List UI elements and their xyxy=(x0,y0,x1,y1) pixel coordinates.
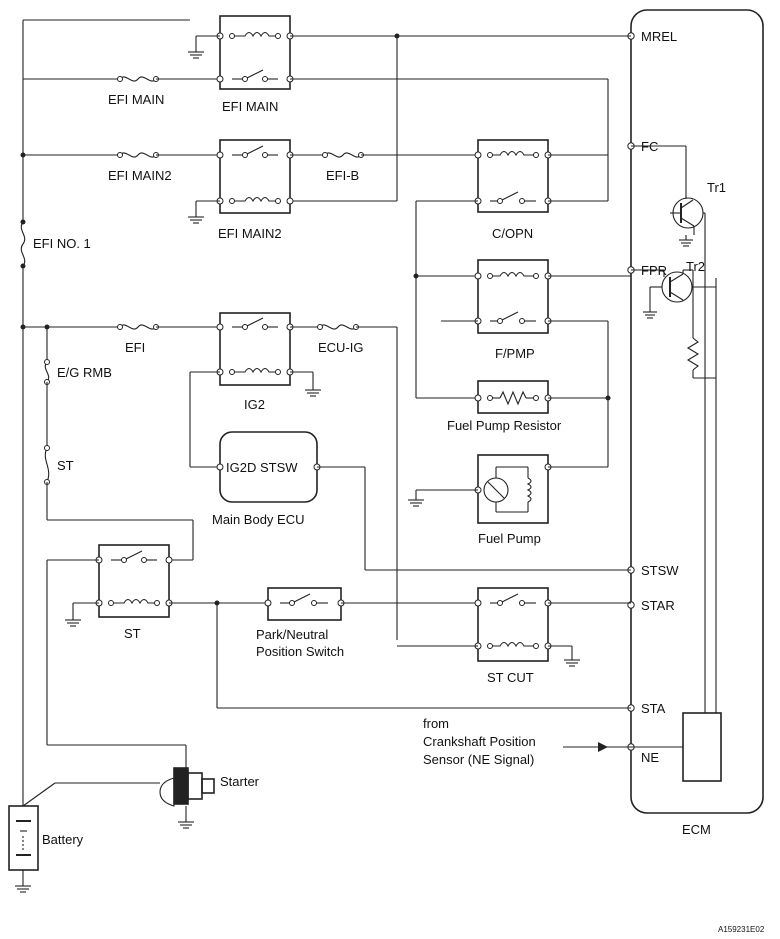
starter-label: Starter xyxy=(220,774,260,789)
fuse-ecu-ig-label: ECU-IG xyxy=(318,340,364,355)
park-neutral-switch xyxy=(264,587,345,621)
main-body-ecu-label: Main Body ECU xyxy=(212,512,304,527)
fuse-st-label: ST xyxy=(57,458,74,473)
fuse-efi-b xyxy=(322,152,364,158)
fuse-efi-no1 xyxy=(20,219,26,269)
relay-efi-main2-label: EFI MAIN2 xyxy=(218,226,282,241)
figure-id: A159231E02 xyxy=(718,925,765,934)
transistor-tr1 xyxy=(631,145,705,247)
fuse-efi-main2-label: EFI MAIN2 xyxy=(108,168,172,183)
ecm-terminal-mrel: MREL xyxy=(641,29,677,44)
fuse-ecu-ig xyxy=(317,324,359,330)
relay-st-label: ST xyxy=(124,626,141,641)
fuse-efi-no1-label: EFI NO. 1 xyxy=(33,236,91,251)
ecm-terminal-stsw: STSW xyxy=(641,563,679,578)
relay-f-pmp xyxy=(474,259,552,334)
relay-efi-main xyxy=(216,15,294,90)
relay-ig2 xyxy=(216,312,294,386)
fuel-pump-label: Fuel Pump xyxy=(478,531,541,546)
relay-st xyxy=(95,544,173,618)
relay-f-pmp-label: F/PMP xyxy=(495,346,535,361)
fuse-efi-main xyxy=(117,76,159,82)
sensor-note-line3: Sensor (NE Signal) xyxy=(423,752,534,767)
fuse-efi-main2 xyxy=(117,152,159,158)
relay-c-opn xyxy=(474,139,552,213)
sensor-note-line2: Crankshaft Position xyxy=(423,734,536,749)
starter-motor xyxy=(159,767,215,829)
ecm-terminal-star: STAR xyxy=(641,598,675,613)
fuse-eg-rmb-label: E/G RMB xyxy=(57,365,112,380)
relay-efi-main2 xyxy=(216,139,294,214)
relay-efi-main-label: EFI MAIN xyxy=(222,99,278,114)
ecm-terminal-sta: STA xyxy=(641,701,666,716)
battery xyxy=(8,805,39,893)
ecm-terminal-ne: NE xyxy=(641,750,659,765)
fuse-st xyxy=(44,445,50,485)
relay-c-opn-label: C/OPN xyxy=(492,226,533,241)
arrow-icon xyxy=(598,742,608,752)
fuel-pump xyxy=(474,454,552,524)
sensor-note-line1: from xyxy=(423,716,449,731)
tr2-label: Tr2 xyxy=(686,259,705,274)
transistor-tr2 xyxy=(631,269,716,379)
fuel-pump-resistor xyxy=(474,380,552,414)
ecm-internal-block xyxy=(682,712,722,782)
fuse-efi xyxy=(117,324,159,330)
relay-ig2-label: IG2 xyxy=(244,397,265,412)
battery-label: Battery xyxy=(42,832,84,847)
tr1-label: Tr1 xyxy=(707,180,726,195)
park-neutral-label-1: Park/Neutral xyxy=(256,627,328,642)
ecm-label: ECM xyxy=(682,822,711,837)
relay-st-cut xyxy=(474,587,552,662)
fuse-efi-label: EFI xyxy=(125,340,145,355)
ecm-box xyxy=(630,9,764,814)
park-neutral-label-2: Position Switch xyxy=(256,644,344,659)
fuel-pump-resistor-label: Fuel Pump Resistor xyxy=(447,418,562,433)
relay-st-cut-label: ST CUT xyxy=(487,670,534,685)
main-body-ecu-terminals: IG2D STSW xyxy=(226,460,298,475)
fuse-eg-rmb xyxy=(44,359,50,385)
fuse-efi-b-label: EFI-B xyxy=(326,168,359,183)
fuse-efi-main-label: EFI MAIN xyxy=(108,92,164,107)
